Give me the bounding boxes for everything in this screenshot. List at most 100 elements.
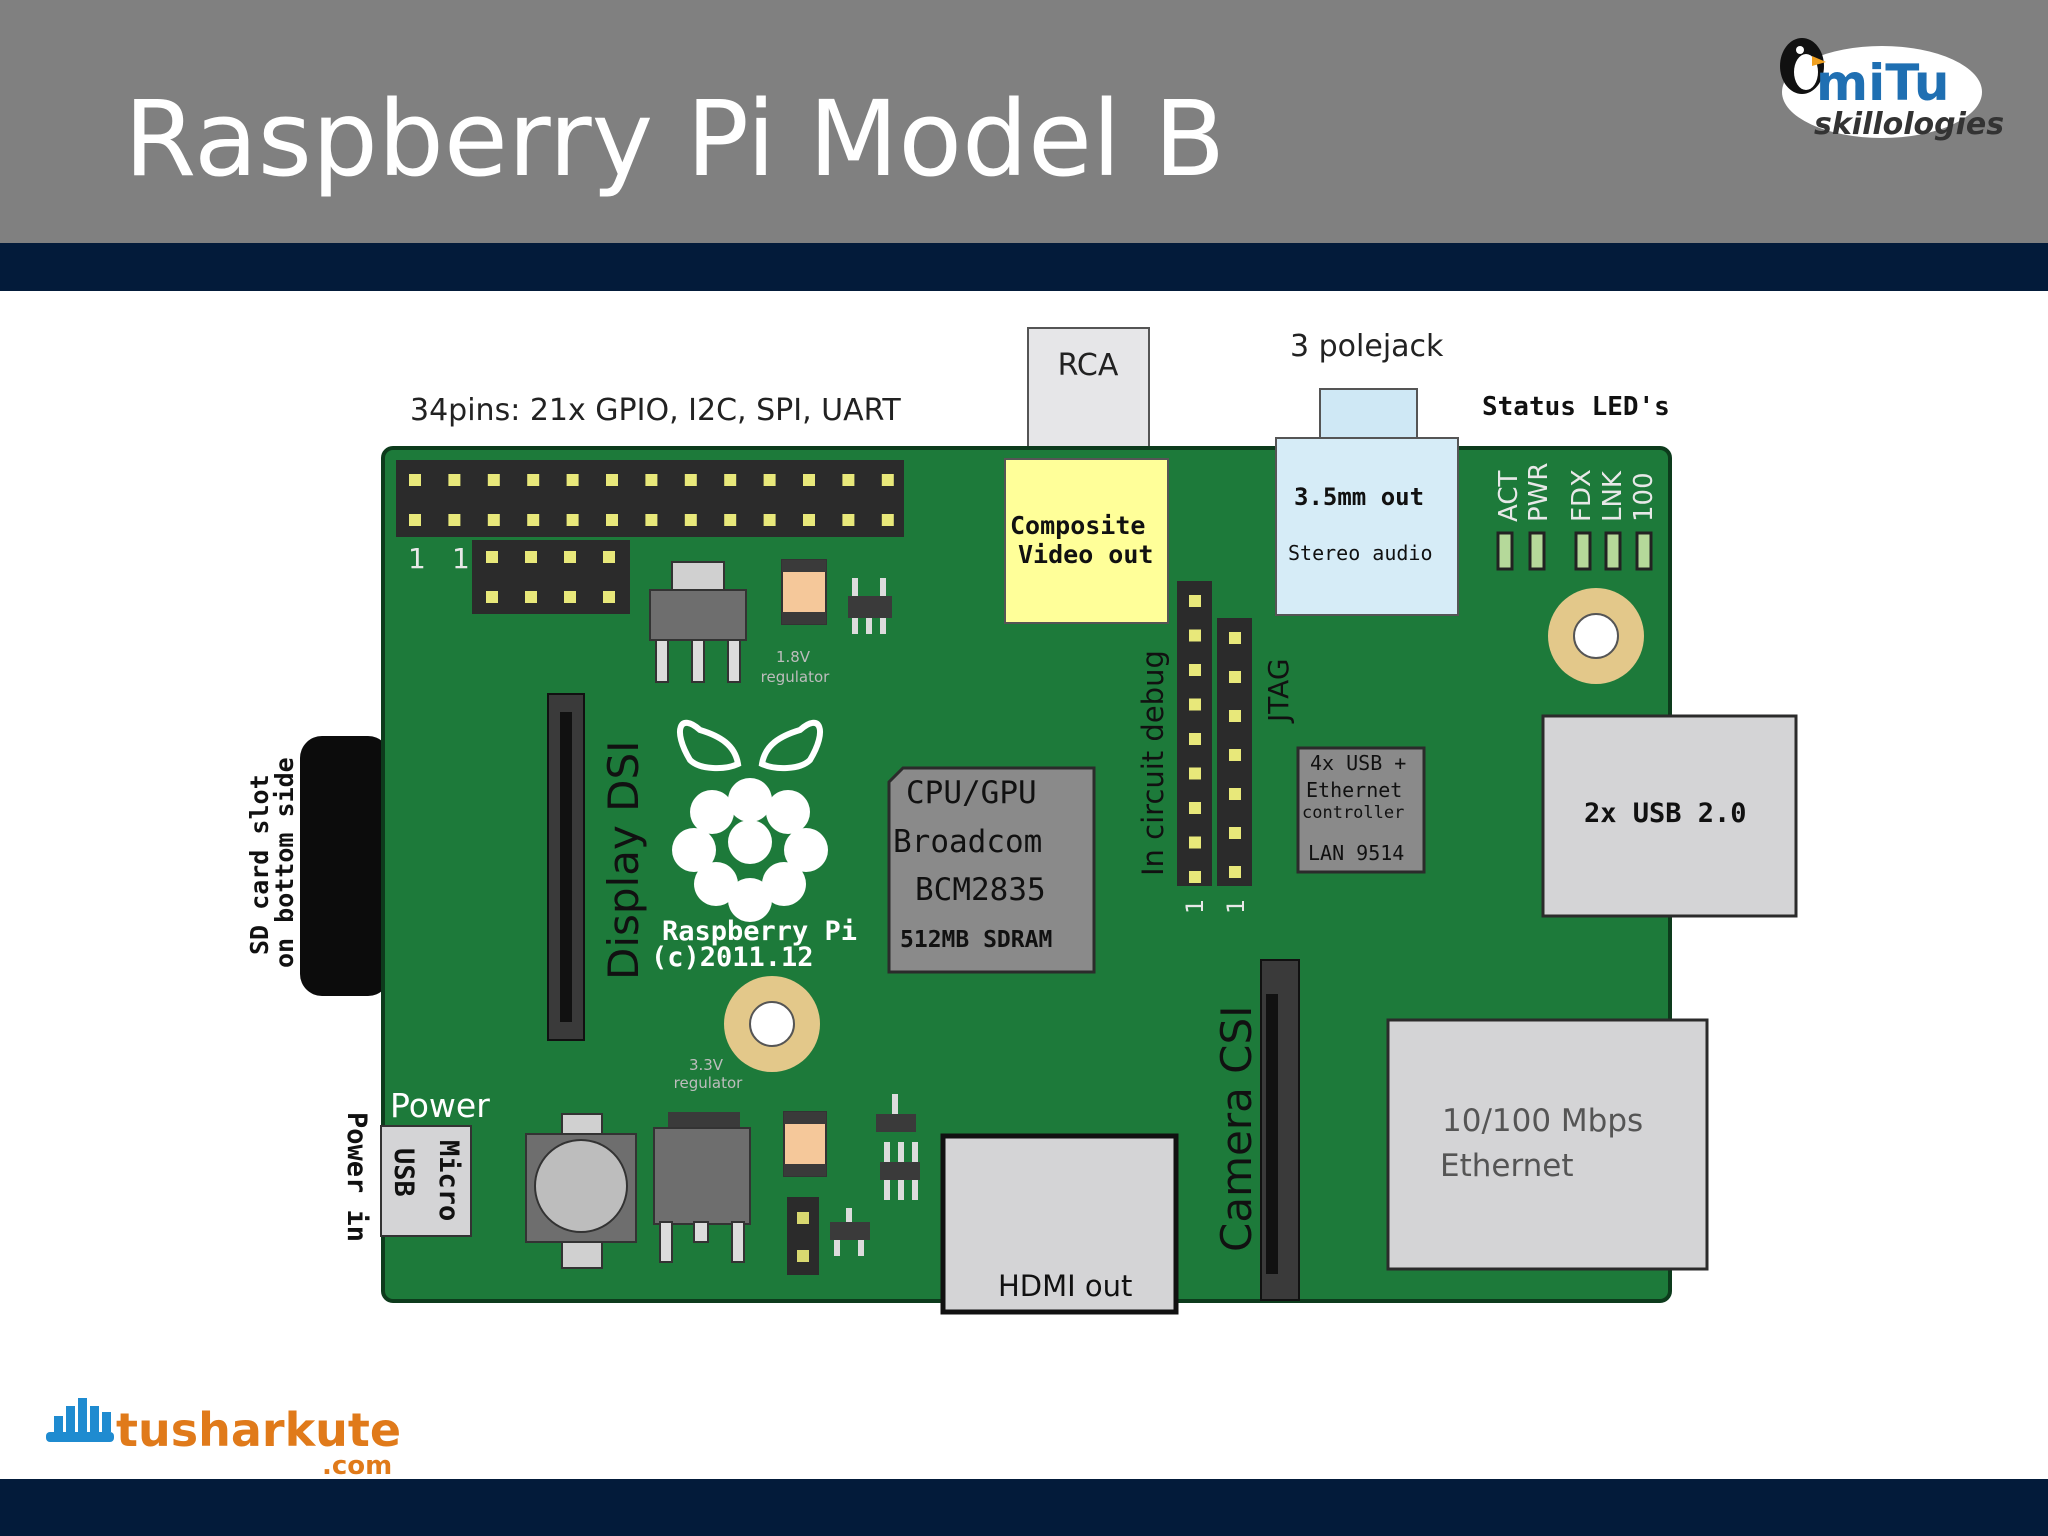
cpu-label-line4: 512MB SDRAM [900, 927, 1052, 953]
tusharkute-logo-sub: .com [322, 1451, 392, 1481]
mitu-logo-sub: skillologies [1814, 107, 2004, 142]
slide-header [0, 0, 2048, 243]
debug-pin [1189, 871, 1201, 883]
led-fdx-label: FDX [1567, 469, 1597, 522]
gpio-pin [724, 514, 737, 526]
debug-pin [1189, 733, 1201, 745]
mitu-logo: miTu skillologies [1780, 38, 2004, 142]
small-transistor-1 [848, 578, 892, 634]
hdmi-label: HDMI out [998, 1269, 1132, 1303]
led-act-label: ACT [1494, 471, 1524, 522]
cpu-label-line3: BCM2835 [915, 872, 1046, 908]
gpio-pin [487, 474, 500, 486]
gpio-pin [842, 514, 855, 526]
rpi-label-line1: Raspberry Pi [662, 916, 857, 947]
debug-pin1-label: 1 [1181, 899, 1209, 914]
polejack-label: 3 polejack [1290, 329, 1444, 364]
header-accent-bar [0, 243, 2048, 291]
jtag-pin [1229, 710, 1241, 722]
camera-csi-label: Camera CSI [1212, 1005, 1261, 1252]
gpio-pin [842, 474, 855, 486]
power-capacitor [525, 1113, 637, 1269]
led-100-label: 100 [1629, 472, 1659, 522]
composite-video-connector [1004, 458, 1169, 624]
micro-label-line2: USB [388, 1148, 419, 1197]
gpio-pin [606, 514, 618, 526]
gpio-pin [684, 514, 697, 526]
jtag-pin [1229, 632, 1241, 644]
lan-label-line2: Ethernet [1306, 778, 1402, 802]
rca-label: RCA [1058, 348, 1119, 383]
p5-pin [564, 591, 576, 603]
reg33-label-line1: 3.3V [689, 1056, 724, 1074]
p5-pin-grid [486, 551, 615, 603]
status-leds: ACT PWR FDX LNK 100 [1494, 463, 1659, 571]
in-circuit-debug-label: In circuit debug [1136, 650, 1170, 876]
led-fdx [1574, 531, 1592, 571]
ethernet-label-line2: Ethernet [1440, 1148, 1574, 1184]
composite-label-line1: Composite [1010, 511, 1145, 540]
small-transistor-2 [830, 1094, 920, 1256]
tusharkute-logo-main: tusharkute [116, 1403, 401, 1457]
display-dsi-label: Display DSI [599, 740, 648, 980]
gpio-pin-grid [409, 474, 894, 526]
gpio-pin [527, 474, 540, 486]
transistor-regulator [649, 561, 747, 683]
jtag-pin [1229, 866, 1241, 878]
led-lnk [1604, 531, 1622, 571]
gpio-pin [566, 514, 579, 526]
p5-pin [603, 591, 615, 603]
mounting-hole-top [1548, 588, 1644, 684]
debug-pin [1189, 836, 1201, 849]
composite-label-line2: Video out [1018, 540, 1153, 569]
reg18-label-line1: 1.8V [776, 648, 811, 666]
gpio-pin [448, 474, 461, 486]
gpio-pin [763, 514, 776, 526]
gpio-pins-label: 34pins: 21x GPIO, I2C, SPI, UART [410, 393, 901, 428]
mitu-logo-main: miTu [1816, 54, 1949, 112]
jtag-pin-column [1229, 632, 1241, 878]
debug-pin [1189, 698, 1201, 711]
gpio-pin [566, 474, 579, 486]
hdmi-port [940, 1133, 1179, 1315]
p5-pin [603, 551, 615, 563]
lan-label-line1: 4x USB + [1310, 751, 1406, 775]
cpu-label-line1: CPU/GPU [906, 775, 1037, 811]
capacitor-1v8 [781, 559, 827, 625]
jtag-pin [1229, 749, 1241, 761]
audio-jack-tip [1319, 388, 1418, 442]
micro-label-line1: Micro [433, 1140, 464, 1221]
debug-pin [1189, 595, 1201, 607]
usb-ports [1541, 714, 1798, 918]
power-header [787, 1197, 819, 1275]
ethernet-label-line1: 10/100 Mbps [1442, 1103, 1643, 1139]
sd-label-line2: on bottom side [270, 757, 299, 968]
jtag-label: JTAG [1262, 658, 1295, 724]
gpio-pin [448, 514, 461, 526]
p5-pin [525, 591, 537, 603]
power-label: Power [390, 1086, 490, 1125]
led-act [1496, 531, 1514, 571]
raspberry-logo-icon [672, 719, 828, 922]
cpu-chip [887, 766, 1096, 974]
lan-label-line3: controller [1302, 803, 1404, 823]
gpio-pin [487, 514, 500, 526]
sd-card-label: SD card slot on bottom side [245, 757, 299, 968]
p5-pin [486, 591, 498, 603]
gpio-pin [645, 474, 658, 486]
p5-pin [486, 551, 498, 563]
capacitor-3v3 [783, 1111, 827, 1177]
debug-pin [1189, 802, 1201, 814]
jtag-pin [1229, 788, 1241, 800]
power-in-label: Power in [341, 1112, 372, 1242]
tusharkute-logo: tusharkute .com [46, 1398, 401, 1481]
sd-label-line1: SD card slot [245, 774, 274, 955]
sd-card-slot [300, 736, 390, 996]
jtag-pin [1229, 671, 1241, 683]
gpio-pin1-label: 1 [408, 542, 426, 575]
gpio-pin [803, 514, 815, 526]
gpio-pin [409, 514, 421, 526]
gpio-pin [763, 474, 776, 486]
gpio-pin [881, 514, 894, 526]
